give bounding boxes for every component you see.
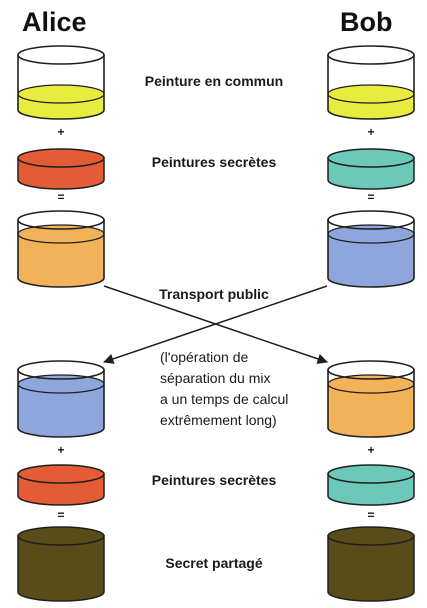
secret-paints-label-top: Peintures secrètes [152, 154, 277, 170]
note-line-2: séparation du mix [160, 370, 271, 386]
alice-equals-top: = [57, 190, 64, 204]
bob-to-alice-arrow [103, 285, 328, 364]
bob-secret-paint-puck [327, 148, 415, 190]
bob-shared-secret-cylinder [327, 526, 415, 602]
note-line-3: a un temps de calcul [160, 391, 288, 407]
secret-paints-label-bottom: Peintures secrètes [152, 472, 277, 488]
bob-plus-bottom: + [367, 443, 374, 457]
alice-title: Alice [22, 7, 87, 37]
alice-equals-bottom: = [57, 508, 64, 522]
alice-common-paint-beaker [17, 45, 105, 120]
complexity-note: (l'opération de séparation du mix a un t… [160, 349, 288, 428]
containers-layer [17, 45, 415, 602]
common-paint-label: Peinture en commun [145, 73, 283, 89]
alice-mix-beaker [17, 210, 105, 288]
alice-plus-top: + [57, 125, 64, 139]
bob-plus-top: + [367, 125, 374, 139]
alice-secret-paint-puck [17, 148, 105, 190]
bob-common-paint-beaker [327, 45, 415, 120]
public-transport-label: Transport public [159, 286, 269, 302]
bob-secret-paint-puck-2 [327, 464, 415, 506]
note-line-4: extrêmement long) [160, 412, 277, 428]
bob-title: Bob [340, 7, 392, 37]
bob-equals-top: = [367, 190, 374, 204]
bob-equals-bottom: = [367, 508, 374, 522]
alice-received-mix-beaker [17, 360, 105, 438]
bob-received-mix-beaker [327, 360, 415, 438]
alice-shared-secret-cylinder [17, 526, 105, 602]
alice-plus-bottom: + [57, 443, 64, 457]
alice-secret-paint-puck-2 [17, 464, 105, 506]
shared-secret-label: Secret partagé [165, 555, 262, 571]
note-line-1: (l'opération de [160, 349, 249, 365]
bob-mix-beaker [327, 210, 415, 288]
